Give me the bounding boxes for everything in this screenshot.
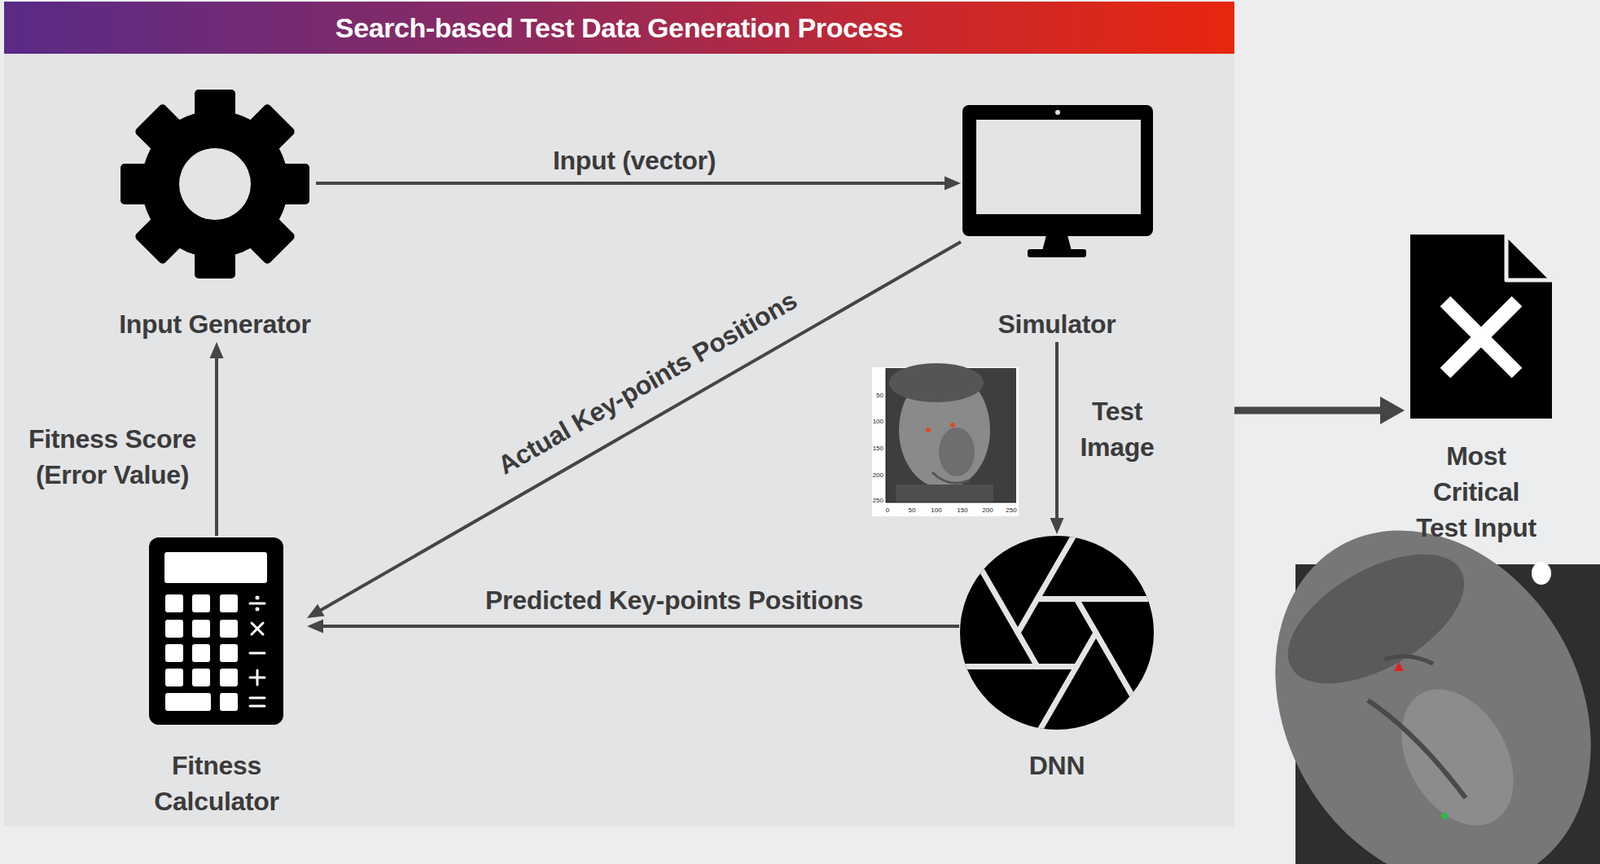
axis-tick-label: 250	[872, 496, 884, 505]
axis-tick-label: 150	[872, 444, 884, 452]
axis-tick-label: 50	[908, 506, 917, 514]
arrowhead	[210, 341, 224, 359]
connector-line	[1055, 341, 1059, 522]
node-label: Input Generator	[118, 306, 312, 342]
axis-tick-label: 200	[981, 506, 993, 514]
axis-tick-label: 150	[956, 506, 968, 514]
simulator-node: Simulator	[960, 103, 1153, 342]
axis-tick-label: 0	[885, 506, 890, 514]
node-label: Simulator	[998, 306, 1117, 342]
calculator-icon	[149, 537, 284, 725]
gear-icon	[120, 89, 310, 279]
dnn-node: DNN	[959, 534, 1155, 784]
arrowhead	[306, 619, 324, 634]
connector	[306, 241, 961, 619]
axis-tick-label: 100	[872, 417, 884, 426]
monitor-icon	[962, 105, 1153, 258]
title-text: Search-based Test Data Generation Proces…	[335, 12, 904, 44]
critical-face-image	[1212, 473, 1600, 864]
arrowhead	[1050, 517, 1065, 535]
title-bar: Search-based Test Data Generation Proces…	[4, 1, 1235, 54]
connector	[306, 619, 960, 634]
edge-label: Test Image	[1072, 393, 1162, 465]
node-label: DNN	[1029, 747, 1085, 784]
edge-label: Predicted Key-points Positions	[485, 582, 864, 619]
aperture-icon	[920, 497, 1194, 769]
axis-tick-label: 50	[876, 391, 884, 399]
file-x-icon	[1410, 234, 1552, 419]
axis-tick-label: 200	[872, 471, 884, 479]
connector	[1050, 341, 1065, 535]
connector	[210, 341, 224, 536]
test-image-thumbnail	[872, 363, 1019, 517]
arrowhead	[944, 176, 961, 191]
connector	[1234, 396, 1405, 425]
calculator-node: Fitness Calculator	[126, 535, 307, 820]
generator-node: Input Generator	[113, 87, 316, 342]
axis-tick-label: 250	[1005, 506, 1017, 514]
connector-line	[214, 355, 219, 536]
node-label: Fitness Calculator	[131, 747, 303, 820]
arrowhead	[1380, 396, 1405, 425]
edge-label: Fitness Score (Error Value)	[14, 420, 211, 493]
connector-line	[318, 241, 961, 612]
panel-ground	[4, 1, 1235, 827]
connector-line	[315, 181, 948, 185]
axis-tick-label: 100	[930, 506, 942, 514]
connector	[315, 176, 961, 191]
connector-line	[320, 624, 960, 628]
edge-label: Input (vector)	[552, 142, 716, 179]
result-node: Most Critical Test Input	[1404, 232, 1548, 546]
arrowhead	[306, 604, 325, 619]
connector-line	[1234, 407, 1386, 415]
node-label: Most Critical Test Input	[1404, 438, 1548, 546]
